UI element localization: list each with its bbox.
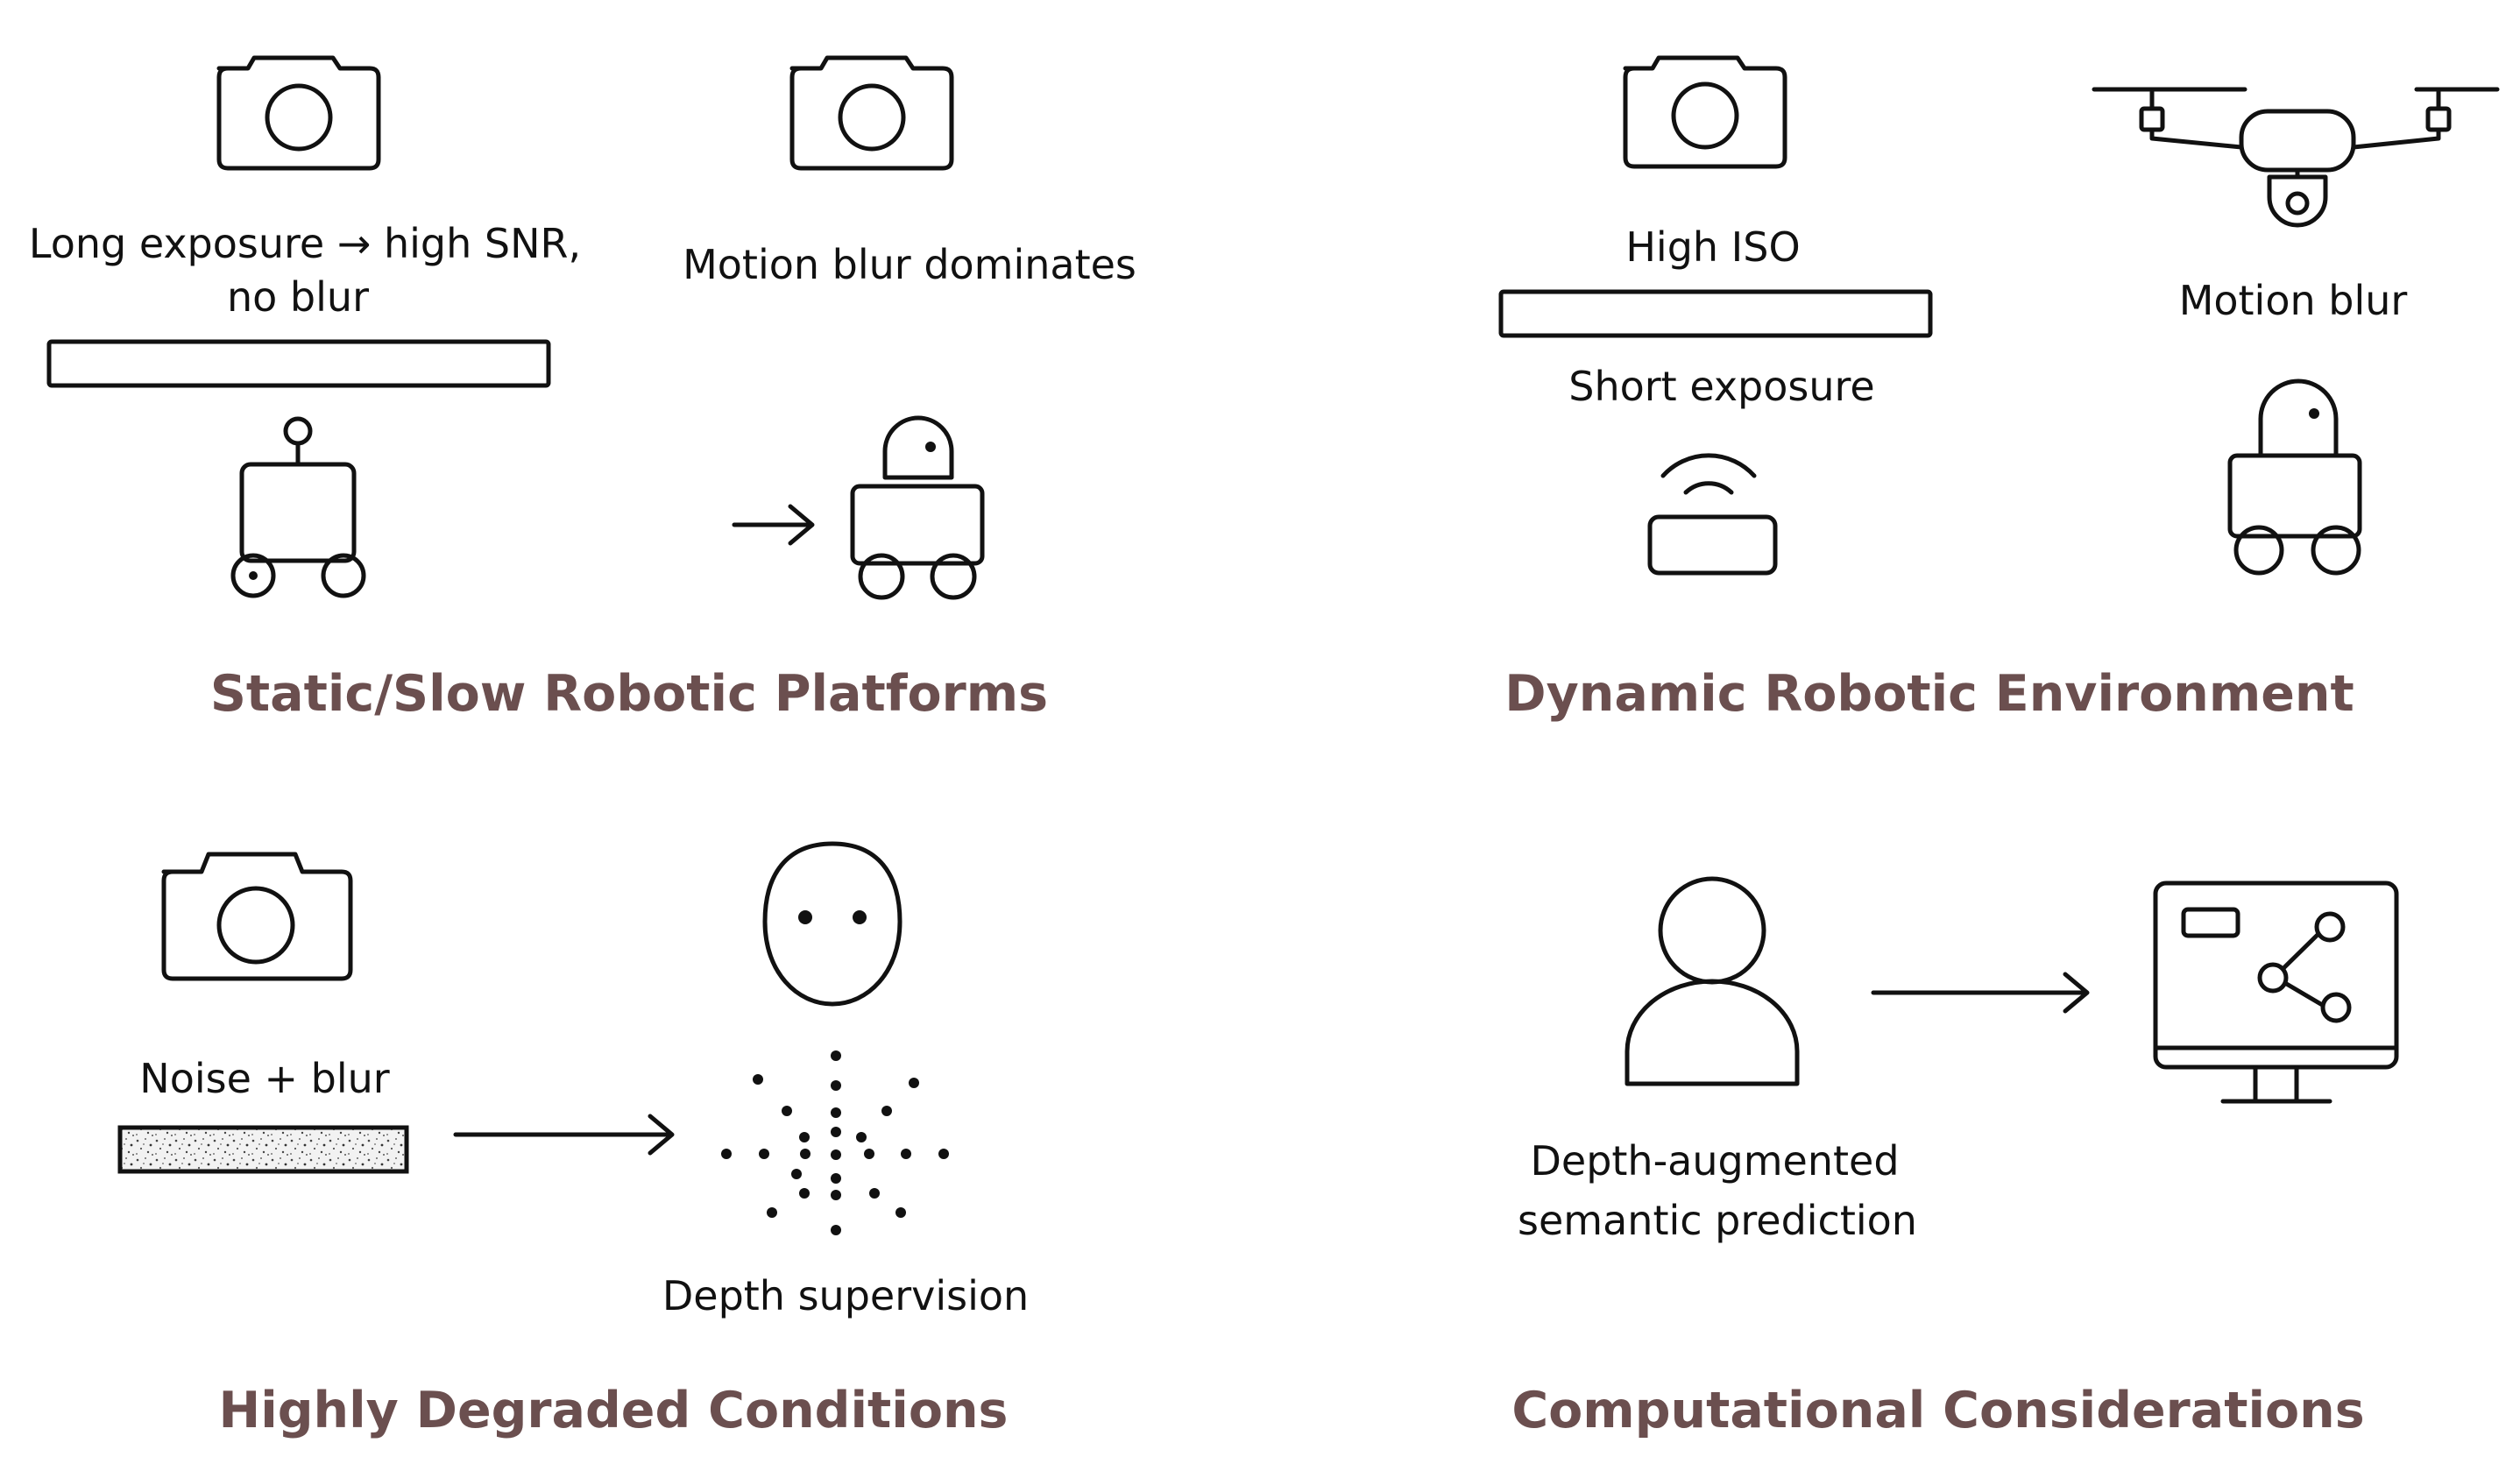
camera-icon (216, 55, 381, 171)
noise-blur-label: Noise + blur (139, 1055, 390, 1102)
panel-title-degraded: Highly Degraded Conditions (219, 1382, 1009, 1439)
robot-icon (2227, 378, 2362, 576)
panel-degraded: Noise + blur (117, 841, 1029, 1439)
panel-computational: Depth-augmented semantic prediction Comp… (1511, 876, 2399, 1439)
camera-icon (1623, 55, 1787, 169)
motion-blur-label: Motion blur (2179, 277, 2408, 324)
arrow-icon (453, 1114, 675, 1156)
depth-augmented-label-line2: semantic prediction (1518, 1197, 1917, 1244)
noisy-exposure-bar (117, 1125, 409, 1174)
panel-title-dynamic: Dynamic Robotic Environment (1504, 665, 2354, 723)
person-icon (1625, 876, 1800, 1086)
exposure-bar-long (46, 339, 551, 388)
arrow-icon (1871, 972, 2090, 1014)
camera-icon (161, 852, 353, 981)
motion-blur-dominates-label: Motion blur dominates (683, 241, 1136, 288)
monitor-icon (2153, 881, 2399, 1104)
panel-title-computational: Computational Considerations (1511, 1382, 2364, 1439)
point-cloud-icon (721, 1050, 949, 1235)
depth-supervision-label: Depth supervision (662, 1272, 1029, 1319)
robot-icon (850, 415, 985, 600)
exposure-bar-short (1498, 289, 1933, 338)
share-graph-icon (2257, 911, 2352, 1023)
robot-icon (230, 416, 366, 598)
panel-dynamic: High ISO Short exposure Motion blur (1498, 55, 2500, 723)
depth-augmented-label-line1: Depth-augmented (1530, 1137, 1899, 1185)
screen-widget (2181, 907, 2240, 938)
camera-icon (789, 55, 954, 171)
short-exposure-label: Short exposure (1568, 363, 1874, 410)
drone-icon (2092, 87, 2500, 228)
arrow-icon (732, 504, 815, 546)
panel-title-static-slow: Static/Slow Robotic Platforms (210, 665, 1048, 723)
high-iso-label: High ISO (1625, 223, 1800, 271)
long-exposure-label-line1: Long exposure → high SNR, (29, 220, 581, 267)
wireless-sensor-icon (1647, 453, 1778, 576)
panel-static-slow: Long exposure → high SNR, no blur Motion… (29, 55, 1136, 723)
face-icon (762, 841, 903, 1007)
long-exposure-label-line2: no blur (227, 273, 369, 321)
